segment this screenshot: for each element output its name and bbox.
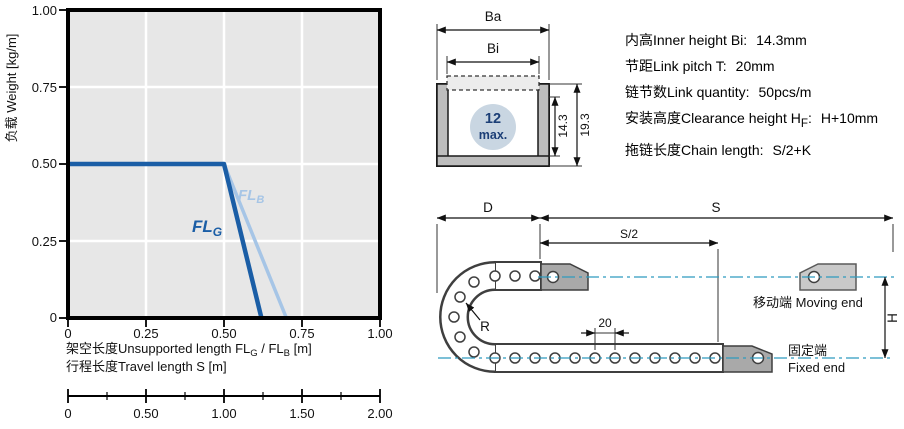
spec-row-inner-height: 内高Inner height Bi: 14.3mm: [625, 27, 878, 53]
fixed-end-label-en: Fixed end: [788, 360, 845, 375]
right-sidewall: [537, 83, 550, 167]
x-tick-labels: 0 0.25 0.50 0.75 1.00: [64, 326, 392, 341]
side-view-drawing: D S S/2: [436, 200, 900, 375]
fixed-end-bracket: [722, 345, 773, 373]
y-tick: 0.50: [32, 156, 57, 171]
travel-length-axis: 0 0.50 1.00 1.50 2.00: [64, 389, 393, 421]
y-tick: 0.75: [32, 80, 57, 95]
badge-unit: max.: [479, 128, 508, 142]
x-axis-title-travel-length: 行程长度Travel length S [m]: [66, 359, 227, 374]
badge-value: 12: [485, 111, 501, 127]
y-tick: 0.25: [32, 234, 57, 249]
spec-label: 拖链长度Chain length:: [625, 141, 764, 158]
x-tick: 0: [64, 326, 71, 341]
x2-tick: 1.50: [289, 406, 314, 421]
spec-label: 节距Link pitch T:: [625, 58, 727, 74]
spec-value: H+10mm: [820, 110, 879, 126]
x-tick: 0.75: [289, 326, 314, 341]
bottom-crossbar: [436, 155, 550, 167]
x2-tick: 0.50: [133, 406, 158, 421]
x-axis-title-unsupported-length: 架空长度Unsupported length FLG / FLB [m]: [66, 341, 312, 359]
spec-label: 安装高度Clearance height H: [625, 110, 801, 126]
y-tick-labels: 1.00 0.75 0.50 0.25 0: [32, 3, 57, 325]
dim-h: H: [885, 313, 900, 323]
y-tick: 1.00: [32, 3, 57, 18]
flb-curve: [222, 163, 289, 319]
spec-label: 链节数Link quantity:: [625, 84, 750, 100]
dim-inner-height: 14.3: [556, 114, 570, 138]
max-cable-diameter-badge: [470, 104, 516, 150]
x2-tick: 0: [64, 406, 71, 421]
axis-ticks: [59, 9, 381, 327]
openable-lid-dashed: [446, 75, 540, 91]
dim-bend-radius-r: R: [480, 319, 490, 334]
x-tick: 0.50: [211, 326, 236, 341]
spec-row-link-quantity: 链节数Link quantity: 50pcs/m: [625, 79, 878, 105]
moving-end-label: 移动端 Moving end: [753, 295, 863, 310]
spec-list: 内高Inner height Bi: 14.3mm 节距Link pitch T:…: [625, 27, 878, 163]
dim-outer-width-ba: Ba: [485, 9, 502, 24]
y-axis-title: 负载 Weight [kg/m]: [4, 34, 19, 143]
left-sidewall: [436, 83, 449, 167]
flg-series-label: FLG: [192, 217, 222, 239]
x2-tick: 1.00: [211, 406, 236, 421]
x-tick: 0.25: [133, 326, 158, 341]
dim-d: D: [483, 200, 493, 215]
spec-value: 50pcs/m: [758, 84, 812, 100]
spec-label: :: [807, 110, 812, 126]
spec-label: 内高Inner height Bi:: [625, 32, 748, 48]
x2-tick: 2.00: [367, 406, 392, 421]
x-tick: 1.00: [367, 326, 392, 341]
dim-outer-height: 19.3: [578, 113, 592, 137]
dim-s-half: S/2: [620, 227, 638, 241]
dim-link-pitch: 20: [598, 316, 612, 330]
load-diagram-chart: 1.00 0.75 0.50 0.25 0 0 0.25 0.50 0.75 1…: [4, 3, 393, 421]
spec-row-clearance-height: 安装高度Clearance height HF: H+10mm: [625, 105, 878, 137]
cross-section-drawing: Ba Bi 12 max. 14.3 19.3: [436, 9, 592, 167]
spec-row-link-pitch: 节距Link pitch T: 20mm: [625, 53, 878, 79]
fixed-end-label-cn: 固定端: [788, 343, 827, 358]
spec-label-subscript: F: [800, 116, 808, 130]
chain-bend-body: [441, 263, 496, 371]
flb-series-label: FLB: [238, 187, 264, 206]
y-tick: 0: [50, 310, 57, 325]
dim-inner-width-bi: Bi: [487, 41, 499, 56]
plot-border: [66, 8, 382, 320]
flg-curve: [68, 161, 264, 319]
spec-row-chain-length: 拖链长度Chain length: S/2+K: [625, 137, 878, 163]
spec-value: 20mm: [735, 58, 775, 74]
spec-value: 14.3mm: [756, 32, 807, 48]
dim-s: S: [711, 200, 720, 215]
spec-value: S/2+K: [772, 141, 812, 158]
technical-drawings: Ba Bi 12 max. 14.3 19.3: [436, 9, 900, 375]
